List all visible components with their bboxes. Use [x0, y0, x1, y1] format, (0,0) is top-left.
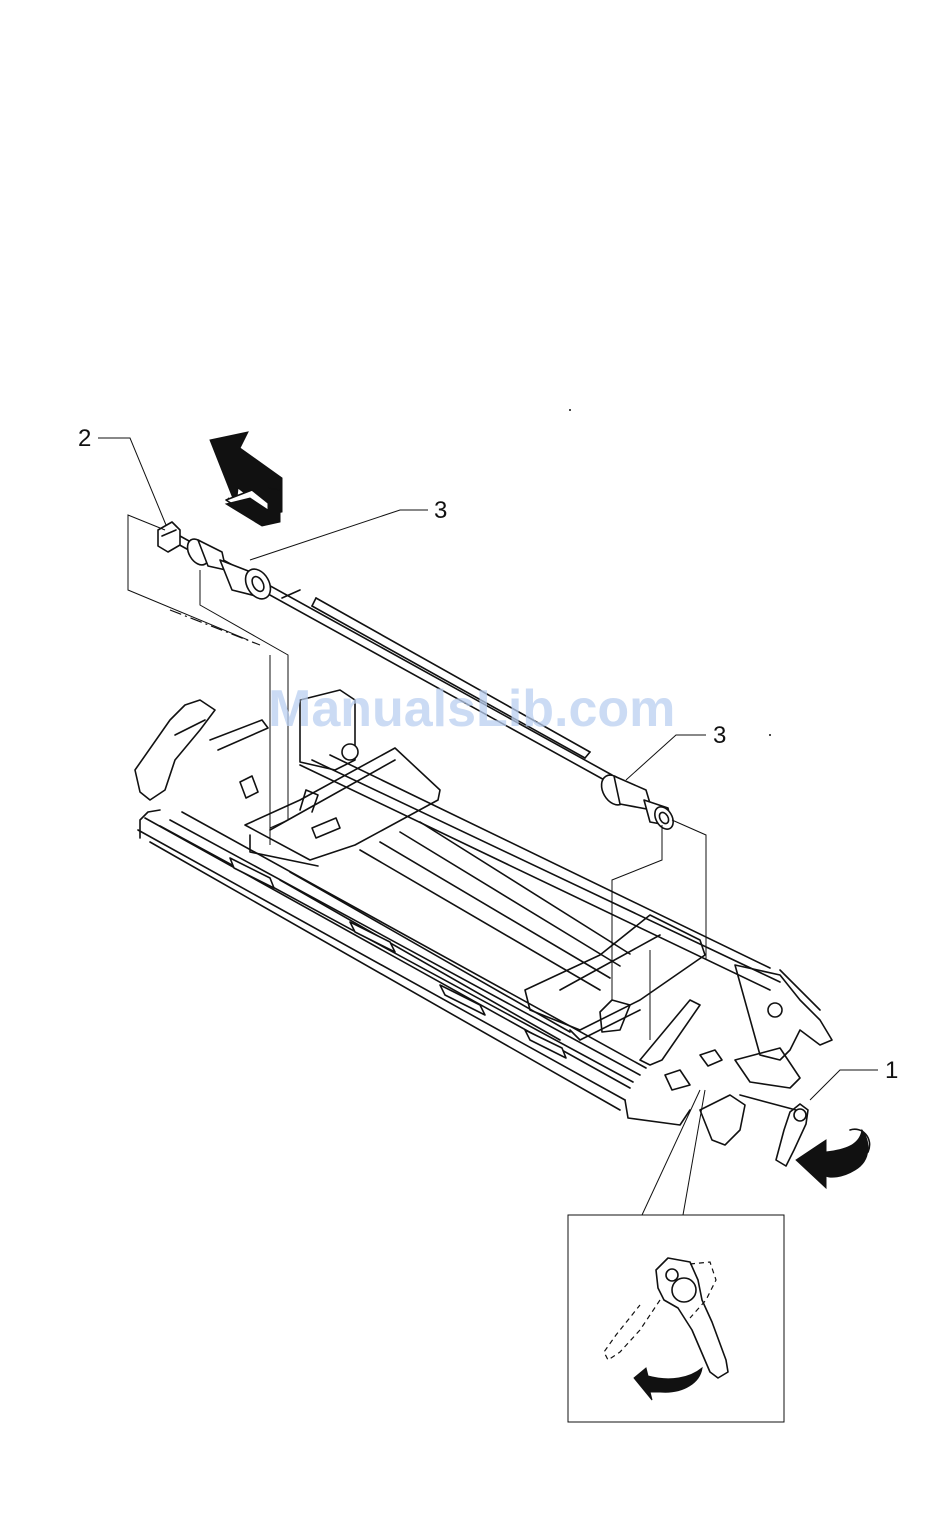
roller-right-part-3: [596, 771, 676, 833]
removal-direction-arrow: [210, 432, 282, 526]
callout-label-2: 2: [78, 425, 91, 452]
roller-shaft-assembly: [158, 522, 677, 832]
callout-label-3-left: 3: [434, 497, 447, 524]
callout-1: 1: [810, 1057, 898, 1100]
lever-part-1: [740, 1095, 808, 1166]
callout-2: 2: [78, 425, 166, 525]
rotate-arrow-icon: [796, 1129, 870, 1188]
callout-label-3-right: 3: [713, 722, 726, 749]
callout-label-1: 1: [885, 1057, 898, 1084]
tray-frame: [135, 409, 832, 1145]
watermark: ManualsLib.com: [268, 680, 675, 738]
roller-left-part-3: [183, 535, 275, 603]
bushing-part-2: [158, 522, 180, 552]
detail-inset: [568, 1215, 784, 1422]
